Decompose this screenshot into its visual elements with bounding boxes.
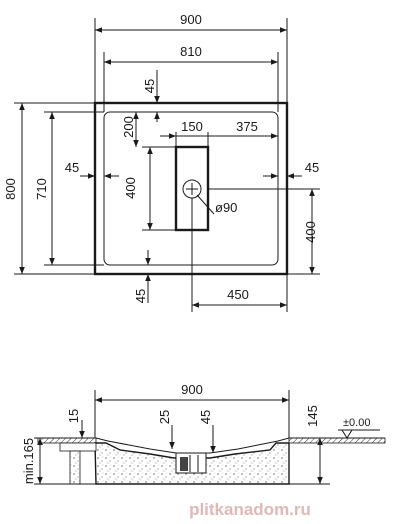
- dim-section-width: 900: [181, 382, 203, 397]
- dim-lower-right-width: 450: [227, 287, 249, 302]
- dim-inner-depth: 710: [34, 178, 49, 200]
- dim-overall-depth: 800: [3, 178, 18, 200]
- dim-right-margin: 45: [305, 160, 319, 175]
- dim-drain-diameter: ø90: [215, 200, 237, 215]
- level-marker-icon: [341, 429, 353, 439]
- watermark: plitkanadom.ru: [189, 500, 311, 519]
- dim-overall-width: 900: [180, 12, 202, 27]
- floor-right: [288, 437, 386, 444]
- dim-total-height: 145: [305, 405, 320, 427]
- dim-drain-to-edge: 375: [236, 119, 258, 134]
- dim-left-margin: 45: [65, 160, 79, 175]
- section-view: 900 15 25 45 145 ±0.00 min.165: [21, 382, 386, 485]
- dim-lower-right-depth: 400: [303, 221, 318, 243]
- dim-center-offset: 45: [198, 410, 213, 424]
- dim-slope-depth: 25: [157, 410, 172, 424]
- dim-drain-length: 400: [123, 177, 138, 199]
- floor-level-label: ±0.00: [343, 417, 370, 429]
- dim-offset-to-drain: 200: [121, 116, 136, 138]
- dim-min-height: min.165: [21, 438, 36, 484]
- dim-inner-width: 810: [180, 44, 202, 59]
- dim-top-margin: 45: [142, 79, 157, 93]
- dim-drain-channel-width: 150: [181, 119, 203, 134]
- floor-left: [37, 437, 97, 444]
- top-view: 900 810 45 200 150 375 45 45 400: [3, 12, 320, 312]
- dim-bottom-margin: 45: [133, 289, 148, 303]
- dim-rim-thickness: 15: [66, 409, 81, 423]
